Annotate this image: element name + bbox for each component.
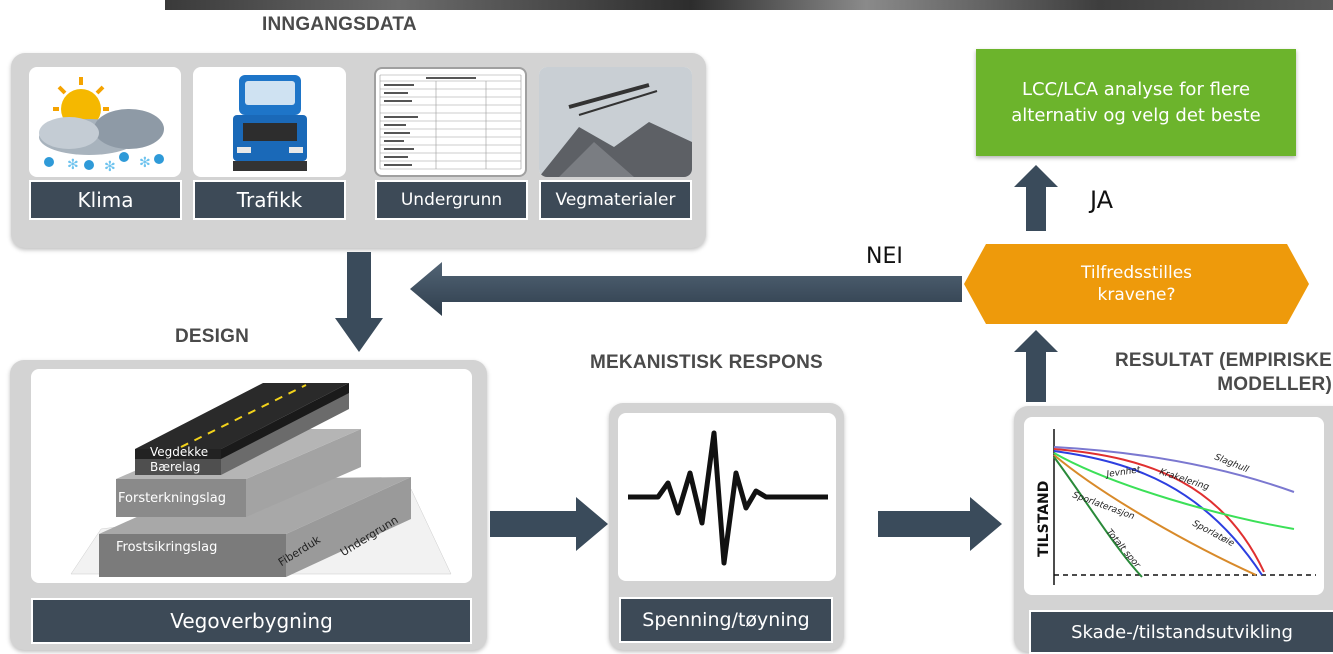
- curve-slaghull: Slaghull: [1213, 453, 1250, 476]
- down-arrow-to-design: [335, 252, 383, 352]
- undergrunn-label: Undergrunn: [375, 180, 528, 220]
- heading-design: DESIGN: [175, 326, 250, 347]
- nei-label: NEI: [866, 244, 903, 269]
- up-arrow-ja: [1014, 165, 1058, 231]
- decision-text: Tilfredsstilles kravene?: [964, 244, 1309, 324]
- response-image: [618, 413, 836, 581]
- heading-resultat: RESULTAT (EMPIRISKE MODELLER): [1074, 349, 1332, 397]
- arrow-response-to-result: [878, 497, 1002, 551]
- layer-vegdekke: Vegdekke: [150, 445, 209, 459]
- top-photo-strip: [165, 0, 1333, 10]
- road-layers-icon: [70, 383, 452, 577]
- heading-inngangsdata: INNGANGSDATA: [262, 14, 417, 35]
- layer-frostsikringslag: Frostsikringslag: [116, 540, 218, 555]
- data-table-icon: [379, 74, 522, 170]
- heading-resultat-line1: RESULTAT (EMPIRISKE: [1114, 350, 1332, 371]
- heading-mekanistisk-respons: MEKANISTISK RESPONS: [590, 352, 823, 373]
- arrow-design-to-response: [490, 497, 608, 551]
- vegmaterialer-label: Vegmaterialer: [539, 180, 692, 220]
- svg-text:✻: ✻: [104, 159, 116, 175]
- heading-resultat-line2: MODELLER): [1217, 374, 1332, 395]
- curve-krakelering: Krakelering: [1158, 467, 1210, 493]
- vegoverbygning-label: Vegoverbygning: [31, 598, 472, 644]
- truck-icon: [233, 75, 307, 171]
- svg-text:✻: ✻: [67, 157, 79, 173]
- klima-label: Klima: [29, 180, 182, 220]
- weather-icon: ✻ ✻ ✻: [39, 77, 164, 175]
- skade-label: Skade-/tilstandsutvikling: [1029, 610, 1333, 654]
- gravel-pile-icon: [539, 67, 692, 177]
- lcc-lca-box: LCC/LCA analyse for flere alternativ og …: [976, 49, 1296, 156]
- svg-text:✻: ✻: [139, 155, 151, 171]
- layer-forsterkningslag: Forsterkningslag: [118, 491, 226, 506]
- deterioration-curves-icon: TILSTAND Slaghull Krakelering Jevnhet Sp…: [1036, 429, 1316, 585]
- up-arrow-to-decision: [1014, 330, 1058, 402]
- curve-totalt-spor: Totalt spor: [1104, 528, 1143, 572]
- tilstand-axis-label: TILSTAND: [1036, 481, 1052, 557]
- result-chart-image: TILSTAND Slaghull Krakelering Jevnhet Sp…: [1024, 417, 1324, 595]
- ja-label: JA: [1090, 186, 1114, 214]
- curve-jevnhet: Jevnhet: [1104, 465, 1141, 480]
- lcc-line2: alternativ og velg det beste: [1011, 104, 1261, 126]
- klima-image: ✻ ✻ ✻: [29, 67, 181, 177]
- decision-hexagon: [964, 244, 1309, 324]
- decision-line2: kravene?: [1097, 285, 1176, 305]
- decision-line1: Tilfredsstilles: [1080, 263, 1193, 283]
- waveform-icon: [628, 430, 828, 566]
- lcc-line1: LCC/LCA analyse for flere: [1021, 78, 1251, 100]
- vegmaterialer-image: [539, 67, 692, 177]
- spenning-label: Spenning/tøyning: [619, 597, 833, 643]
- road-structure-image: [31, 369, 472, 583]
- trafikk-label: Trafikk: [193, 180, 346, 220]
- layer-baerelag: Bærelag: [150, 460, 201, 474]
- left-arrow-nei: [410, 262, 962, 316]
- undergrunn-table-image: [374, 67, 527, 177]
- trafikk-image: [193, 67, 346, 177]
